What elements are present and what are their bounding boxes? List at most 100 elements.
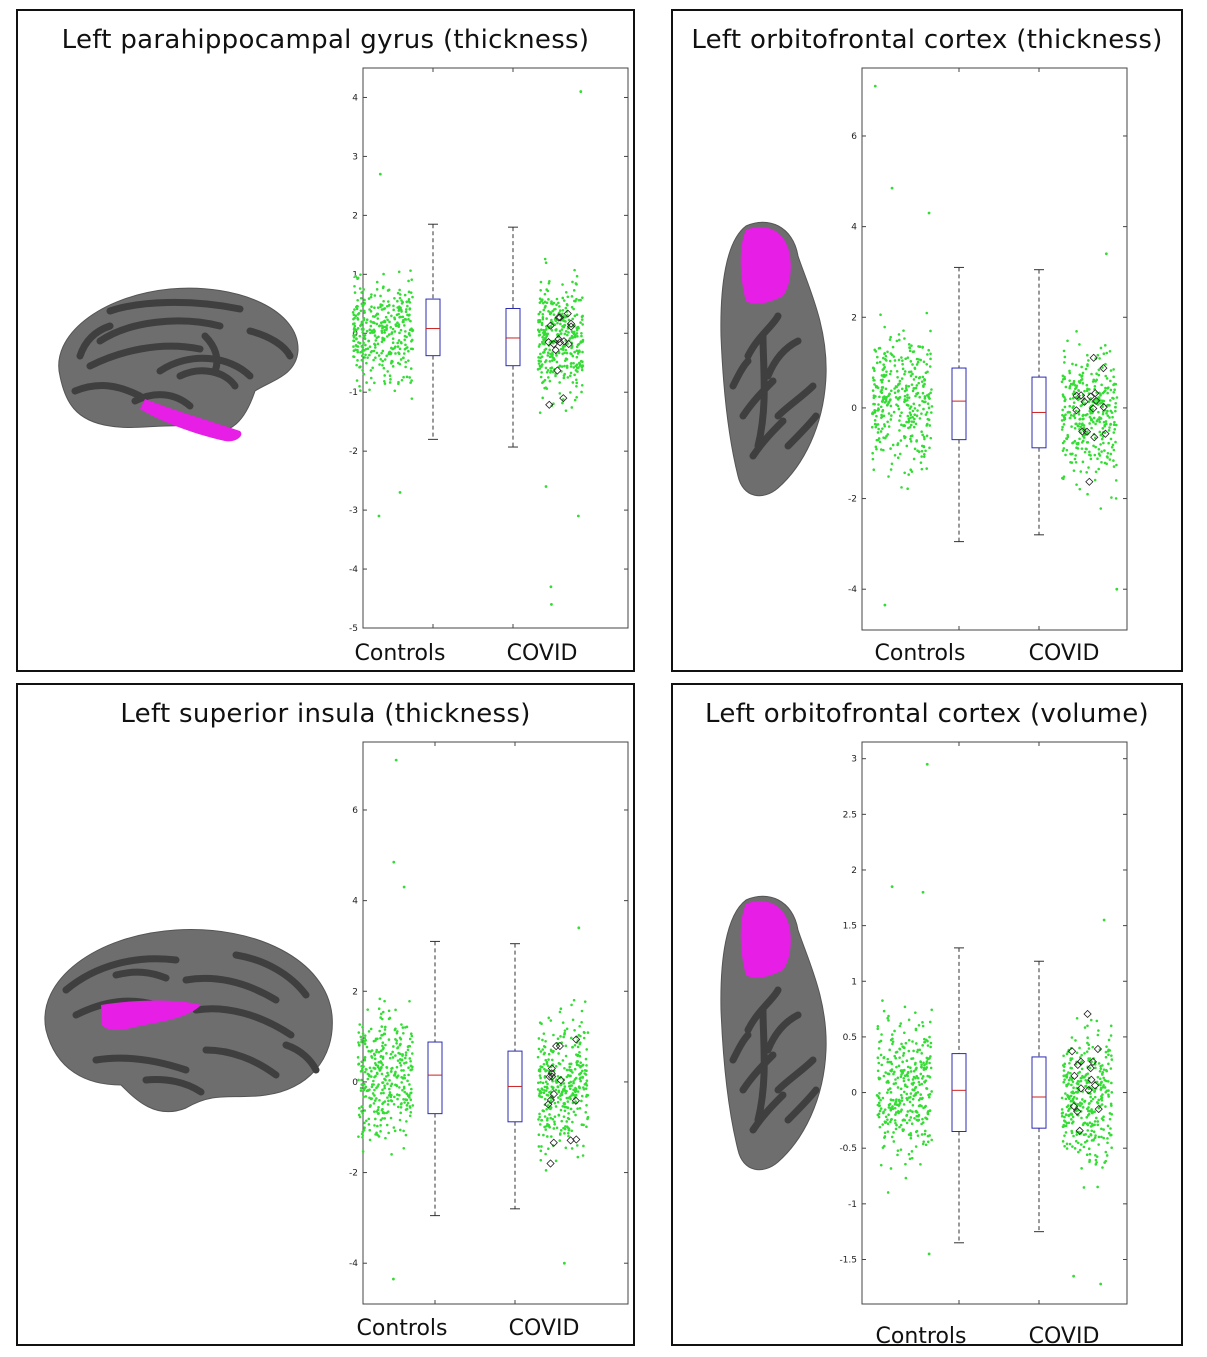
- data-point: [1068, 371, 1072, 375]
- data-point: [1073, 457, 1077, 461]
- data-point: [927, 1095, 931, 1099]
- data-point: [388, 1087, 391, 1091]
- data-point: [371, 321, 375, 324]
- data-point: [1086, 492, 1089, 496]
- data-point: [1069, 416, 1072, 420]
- data-point: [1098, 1077, 1102, 1081]
- data-point: [400, 1102, 403, 1105]
- data-point: [925, 394, 929, 397]
- data-point: [541, 301, 545, 305]
- data-point: [568, 1065, 572, 1069]
- data-point: [366, 1008, 369, 1011]
- data-point: [909, 1095, 912, 1099]
- data-point: [908, 349, 912, 353]
- data-point: [1086, 1114, 1090, 1117]
- data-point: [900, 1108, 903, 1112]
- data-point: [546, 1135, 549, 1138]
- data-point: [891, 1042, 894, 1046]
- data-point: [383, 1028, 387, 1031]
- data-point: [889, 398, 892, 401]
- data-point: [375, 1050, 378, 1054]
- data-point: [913, 413, 917, 417]
- data-point: [396, 1105, 400, 1109]
- data-point: [893, 359, 897, 362]
- data-point: [897, 358, 901, 362]
- data-point: [907, 343, 911, 346]
- data-point: [398, 293, 402, 296]
- data-point: [576, 352, 580, 355]
- data-point: [378, 997, 382, 1001]
- data-point: [1066, 1094, 1070, 1098]
- data-point: [398, 1061, 402, 1065]
- data-point: [564, 409, 568, 412]
- data-point: [892, 1140, 896, 1143]
- highlighted-point: [1073, 1107, 1082, 1116]
- data-point: [377, 1007, 381, 1011]
- data-point: [1106, 1141, 1109, 1145]
- data-point: [1087, 1147, 1091, 1151]
- data-point: [907, 420, 910, 424]
- data-point: [580, 1094, 584, 1098]
- category-label-covid: COVID: [506, 641, 578, 666]
- data-point: [908, 1100, 912, 1104]
- data-point: [540, 371, 543, 374]
- data-point: [927, 418, 931, 422]
- data-point: [372, 1102, 376, 1105]
- data-point: [373, 1057, 377, 1061]
- data-point: [408, 301, 412, 304]
- data-point: [1085, 471, 1088, 474]
- data-point: [1101, 366, 1104, 369]
- highlighted-point: [1084, 1086, 1093, 1095]
- data-point: [895, 1050, 899, 1054]
- data-point: [1112, 375, 1115, 379]
- highlighted-point: [1076, 1057, 1085, 1066]
- data-point: [898, 1056, 901, 1059]
- y-tick-label: 4: [352, 93, 358, 103]
- data-point: [374, 1117, 377, 1121]
- data-point: [1114, 401, 1118, 405]
- data-point: [365, 1119, 368, 1123]
- data-point: [900, 411, 903, 414]
- data-point: [918, 1083, 921, 1087]
- data-point: [1096, 353, 1100, 357]
- data-point: [1107, 441, 1110, 445]
- data-point: [884, 1121, 887, 1124]
- data-point: [363, 1040, 366, 1043]
- data-point: [928, 1061, 931, 1065]
- data-point: [907, 370, 911, 374]
- data-point: [558, 1139, 562, 1142]
- highlighted-point: [547, 1064, 556, 1073]
- data-point: [904, 357, 907, 361]
- data-point: [405, 1120, 408, 1123]
- data-point: [549, 352, 552, 356]
- data-point: [1075, 1060, 1078, 1064]
- data-point: [882, 1110, 885, 1114]
- data-point: [573, 1028, 576, 1032]
- data-point: [874, 385, 878, 389]
- data-point: [1107, 403, 1110, 407]
- data-point: [368, 1138, 372, 1142]
- data-point: [901, 1128, 905, 1131]
- data-point: [926, 1134, 930, 1138]
- data-point: [561, 1104, 565, 1108]
- data-point: [360, 1060, 364, 1064]
- data-point: [400, 1081, 403, 1084]
- data-point: [1108, 426, 1111, 429]
- data-point: [406, 313, 409, 317]
- data-point: [1090, 1109, 1094, 1113]
- highlighted-point: [545, 400, 554, 409]
- data-point: [1074, 460, 1078, 464]
- data-point: [577, 1064, 581, 1067]
- data-point: [873, 419, 877, 422]
- data-point: [364, 1095, 368, 1098]
- data-point: [548, 379, 552, 383]
- data-point: [397, 339, 401, 342]
- data-point: [1073, 416, 1077, 420]
- data-point: [877, 408, 880, 411]
- data-point: [909, 437, 912, 441]
- data-point: [1062, 394, 1065, 398]
- data-point: [577, 1033, 581, 1037]
- highlighted-point: [1076, 1084, 1086, 1093]
- data-point: [369, 350, 373, 354]
